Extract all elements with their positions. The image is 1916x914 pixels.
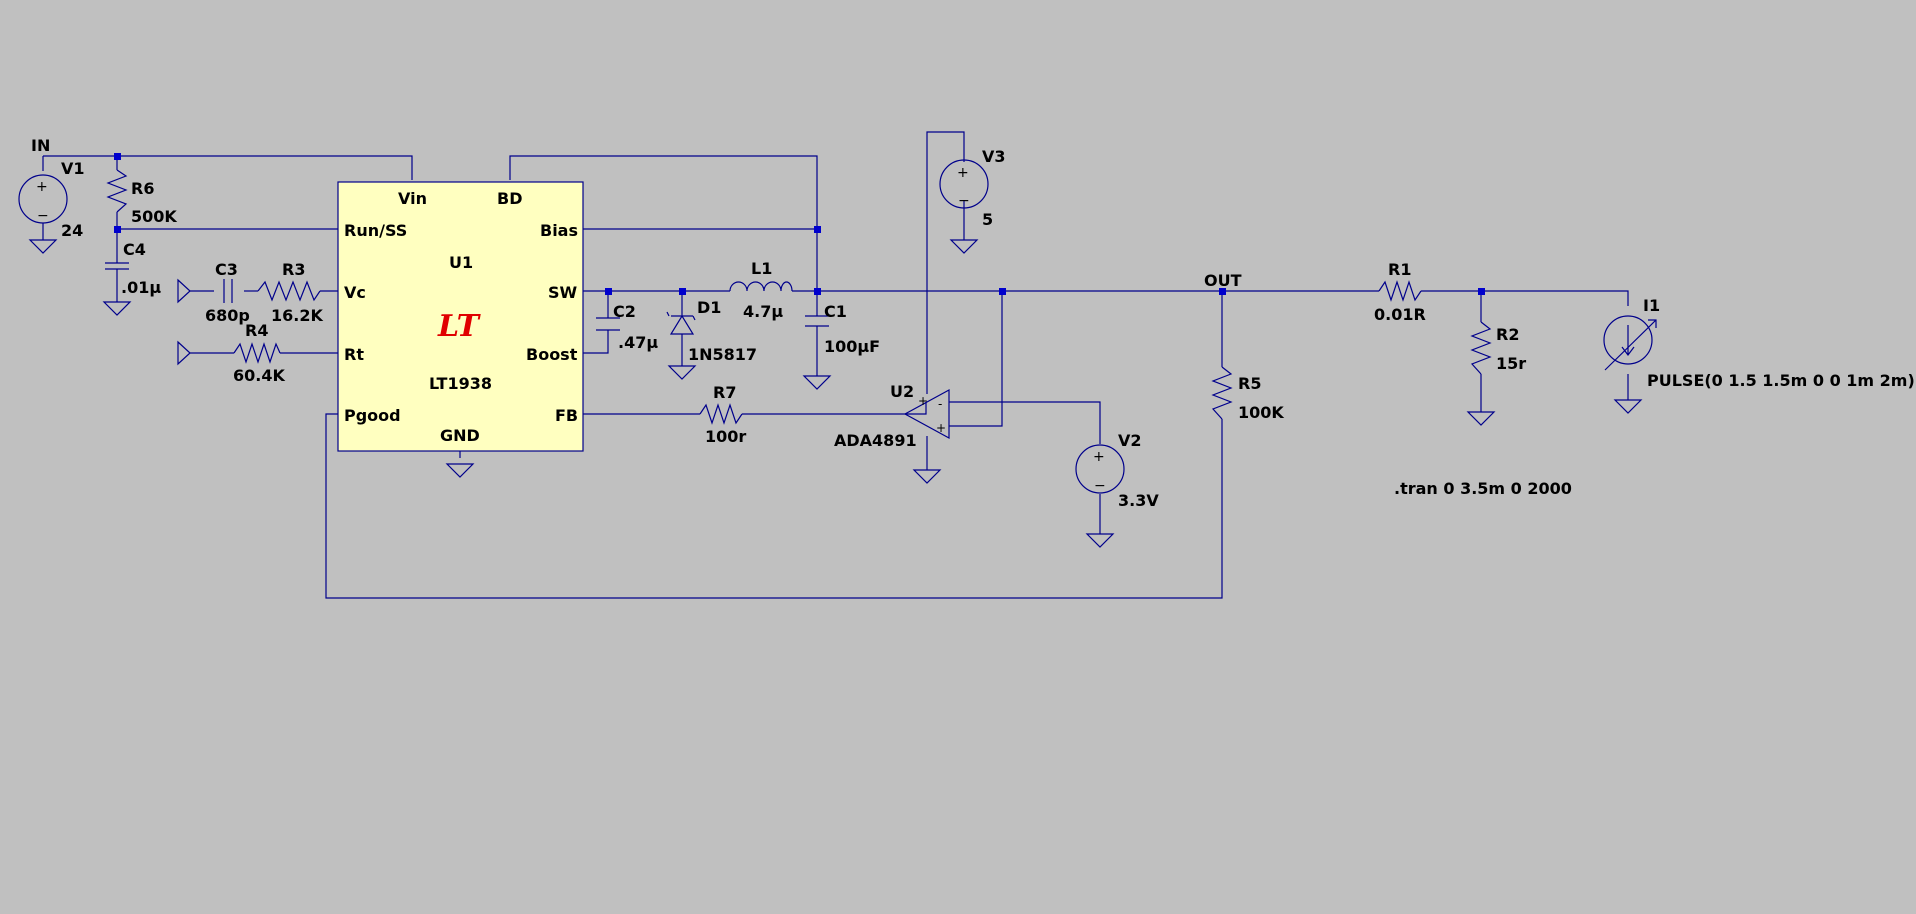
diode-d1[interactable]: D1 1N5817: [666, 298, 757, 380]
r4-name: R4: [245, 321, 268, 340]
ground-icon: [1613, 399, 1643, 414]
r2-value: 15r: [1496, 354, 1526, 373]
junctions: [114, 153, 1485, 295]
c1-value: 100µF: [824, 337, 880, 356]
source-plus-mark: +: [957, 165, 969, 181]
net-label-in: IN: [31, 136, 50, 155]
r1-name: R1: [1388, 260, 1411, 279]
source-plus-mark: +: [36, 179, 48, 195]
r6-value: 500K: [131, 207, 177, 226]
v1-name: V1: [61, 159, 85, 178]
r3-value: 16.2K: [271, 306, 323, 325]
r5-value: 100K: [1238, 403, 1284, 422]
ground-icon: [445, 463, 475, 478]
capacitor-c4[interactable]: C4 .01µ: [102, 240, 161, 316]
resistor-r3[interactable]: R3 16.2K: [257, 260, 323, 325]
pin-bd: BD: [497, 189, 522, 208]
resistor-r2[interactable]: R2 15r: [1466, 321, 1526, 426]
r4-value: 60.4K: [233, 366, 285, 385]
c3-name: C3: [215, 260, 238, 279]
pin-pgood: Pgood: [344, 406, 401, 425]
r6-name: R6: [131, 179, 154, 198]
pin-rt: Rt: [344, 345, 364, 364]
ground-icon: [912, 469, 942, 484]
c2-name: C2: [613, 302, 636, 321]
lt-logo: LT: [437, 309, 482, 344]
pin-vc: Vc: [344, 283, 366, 302]
c4-name: C4: [123, 240, 146, 259]
capacitor-c1[interactable]: C1 100µF: [802, 302, 880, 390]
pin-boost: Boost: [526, 345, 578, 364]
resistor-r7[interactable]: R7 100r: [699, 383, 746, 446]
voltage-source-v1[interactable]: + − V1 24: [18, 159, 85, 254]
source-plus-mark: +: [1093, 449, 1105, 465]
r7-name: R7: [713, 383, 736, 402]
ground-icon: [949, 239, 979, 254]
source-minus-mark: −: [958, 193, 970, 209]
voltage-source-v2[interactable]: + − V2 3.3V: [1075, 431, 1159, 548]
u2-part: ADA4891: [834, 431, 917, 450]
opamp-u2[interactable]: + - + U2 ADA4891: [834, 382, 950, 484]
pin-gnd: GND: [440, 426, 480, 445]
d1-value: 1N5817: [688, 345, 757, 364]
ground-icon: [102, 301, 132, 316]
v2-name: V2: [1118, 431, 1142, 450]
voltage-source-v3[interactable]: + − V3 5: [939, 147, 1006, 254]
l1-value: 4.7µ: [743, 302, 783, 321]
wires: [42, 131, 1629, 599]
v3-value: 5: [982, 210, 993, 229]
pin-run-ss: Run/SS: [344, 221, 407, 240]
source-minus-mark: −: [1094, 478, 1106, 494]
capacitor-c2[interactable]: C2 .47µ: [596, 302, 658, 352]
u2-plus-bottom: +: [936, 421, 946, 435]
c1-name: C1: [824, 302, 847, 321]
resistor-r1[interactable]: R1 0.01R: [1374, 260, 1426, 324]
capacitor-c3[interactable]: C3 680p: [177, 260, 250, 325]
sim-directive[interactable]: .tran 0 3.5m 0 2000: [1394, 479, 1572, 498]
u2-name: U2: [890, 382, 914, 401]
r3-name: R3: [282, 260, 305, 279]
v1-value: 24: [61, 221, 83, 240]
net-label-out: OUT: [1204, 271, 1242, 290]
inductor-l1[interactable]: L1 4.7µ: [729, 259, 793, 321]
ground-icon: [28, 239, 58, 254]
l1-name: L1: [751, 259, 772, 278]
pin-sw: SW: [548, 283, 578, 302]
v2-value: 3.3V: [1118, 491, 1159, 510]
pin-vin: Vin: [398, 189, 427, 208]
c3-value: 680p: [205, 306, 250, 325]
u1-name: U1: [449, 253, 473, 272]
ground-icon: [802, 375, 832, 390]
pin-fb: FB: [555, 406, 578, 425]
c4-value: .01µ: [121, 278, 161, 297]
u1-part: LT1938: [429, 374, 492, 393]
d1-name: D1: [697, 298, 721, 317]
r7-value: 100r: [705, 427, 746, 446]
i1-value: PULSE(0 1.5 1.5m 0 0 1m 2m): [1647, 371, 1915, 390]
u2-minus: -: [938, 397, 942, 411]
ground-icon: [667, 350, 697, 380]
v3-name: V3: [982, 147, 1006, 166]
pin-bias: Bias: [540, 221, 578, 240]
r2-name: R2: [1496, 325, 1519, 344]
c2-value: .47µ: [618, 333, 658, 352]
source-minus-mark: −: [37, 208, 49, 224]
ic-u1[interactable]: Vin BD Run/SS Bias U1 Vc SW LT Rt Boost …: [337, 181, 584, 478]
current-source-i1[interactable]: I1 PULSE(0 1.5 1.5m 0 0 1m 2m): [1603, 296, 1915, 414]
resistor-r4[interactable]: R4 60.4K: [177, 321, 285, 385]
i1-name: I1: [1643, 296, 1660, 315]
r5-name: R5: [1238, 374, 1261, 393]
resistor-r6[interactable]: R6 500K: [106, 169, 177, 226]
u2-plus-top: +: [918, 394, 928, 408]
ground-icon: [1085, 533, 1115, 548]
resistor-r5[interactable]: R5 100K: [1211, 366, 1284, 422]
r1-value: 0.01R: [1374, 305, 1426, 324]
arrow-down-icon: [1621, 325, 1635, 356]
ground-icon: [1466, 411, 1496, 426]
